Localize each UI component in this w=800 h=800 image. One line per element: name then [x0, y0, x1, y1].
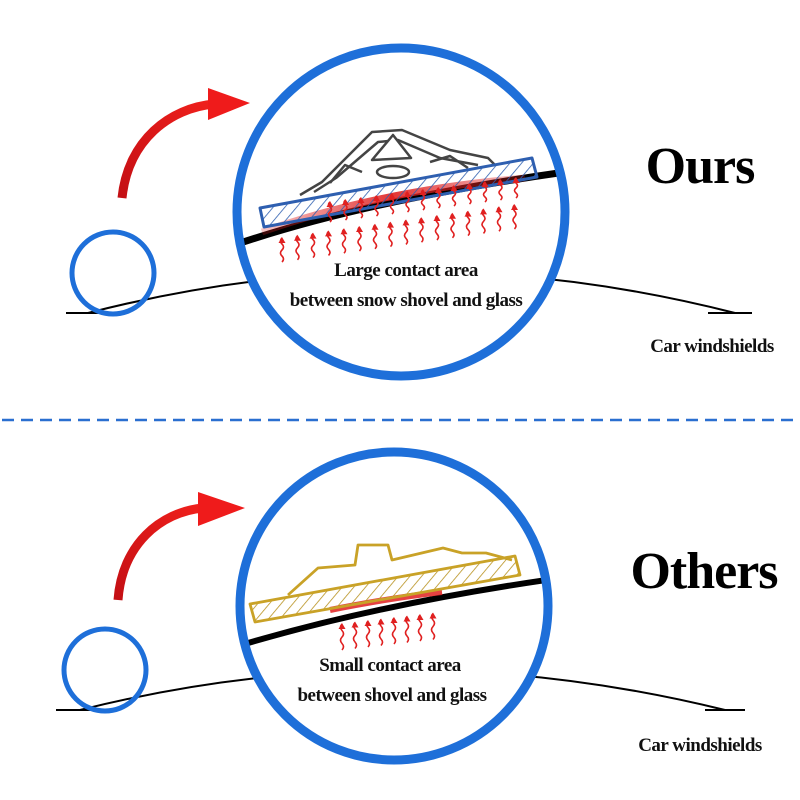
magnifier-circle-bottom [235, 447, 553, 765]
contact-caption-line1-bottom: Small contact area [319, 655, 462, 676]
others-blade [248, 543, 522, 624]
heat-wave-arrowhead [466, 183, 473, 189]
heat-wave-arrowhead [357, 197, 365, 203]
heat-wave-icon [338, 612, 437, 651]
contact-caption-line2-top: between snow shovel and glass [290, 290, 523, 311]
magnifier-source-circle-bottom [61, 626, 149, 714]
heat-wave-arrowhead [480, 208, 487, 215]
heat-wave-arrowhead [342, 199, 349, 205]
heat-wave-arrowhead [403, 615, 411, 622]
heat-wave-arrowhead [340, 228, 348, 235]
magnified-view-top [237, 48, 565, 376]
ours-blade [258, 156, 539, 229]
heat-wave-arrowhead [416, 614, 424, 620]
heat-wave-arrowhead [450, 185, 458, 191]
heat-wave-arrowhead [419, 189, 427, 195]
bottom-panel: Small contact area between shovel and gl… [56, 447, 779, 765]
heat-wave-arrowhead [351, 621, 359, 628]
heat-wave-arrowhead [481, 181, 489, 187]
top-panel: Large contact area between snow shovel a… [66, 43, 774, 381]
heat-wave-arrowhead [449, 212, 456, 219]
magnifier-circle-top [232, 43, 570, 381]
heat-wave-arrowhead [387, 221, 394, 228]
heat-wave-icon [278, 177, 520, 263]
heat-wave-arrowhead [326, 201, 334, 207]
panel-title-others: Others [630, 543, 777, 600]
magnifier-source-circle-top [69, 229, 157, 317]
heat-wave-arrowhead [464, 210, 472, 217]
heat-wave-arrowhead [402, 219, 410, 226]
heat-wave-arrowhead [278, 237, 286, 243]
heat-wave-arrowhead [325, 230, 332, 237]
glass-surface-bottom [240, 575, 548, 653]
heat-wave-arrowhead [309, 232, 317, 239]
heat-wave-arrowhead [404, 191, 411, 197]
curved-arrow-icon [117, 88, 250, 199]
heat-wave-arrowhead [418, 217, 425, 224]
heat-wave-arrowhead [294, 234, 301, 241]
heat-wave-arrowhead [512, 177, 520, 183]
heat-wave-arrowhead [495, 206, 503, 213]
surface-label-bottom: Car windshields [638, 735, 762, 756]
surface-label-top: Car windshields [650, 336, 774, 357]
heat-wave-arrowhead [429, 612, 437, 619]
heat-wave-arrowhead [435, 187, 442, 193]
heat-wave-arrowhead [390, 617, 398, 623]
heat-wave-arrowhead [373, 195, 380, 201]
contact-caption-line2-bottom: between shovel and glass [297, 685, 486, 706]
magnified-view-bottom [240, 452, 548, 760]
heat-wave-arrowhead [388, 193, 396, 199]
heat-wave-arrowhead [433, 215, 441, 221]
heat-wave-arrowhead [371, 223, 379, 230]
heat-wave-arrowhead [364, 620, 372, 626]
heat-wave-arrowhead [338, 623, 346, 629]
heat-wave-arrowhead [377, 618, 385, 625]
heat-wave-arrowhead [356, 226, 363, 232]
heat-wave-arrowhead [497, 179, 504, 185]
curved-arrow-icon [113, 492, 245, 601]
contact-caption-line1-top: Large contact area [334, 260, 479, 281]
heat-wave-arrowhead [511, 204, 518, 210]
snow-shovel-frame [299, 128, 496, 197]
panel-title-ours: Ours [646, 138, 755, 195]
